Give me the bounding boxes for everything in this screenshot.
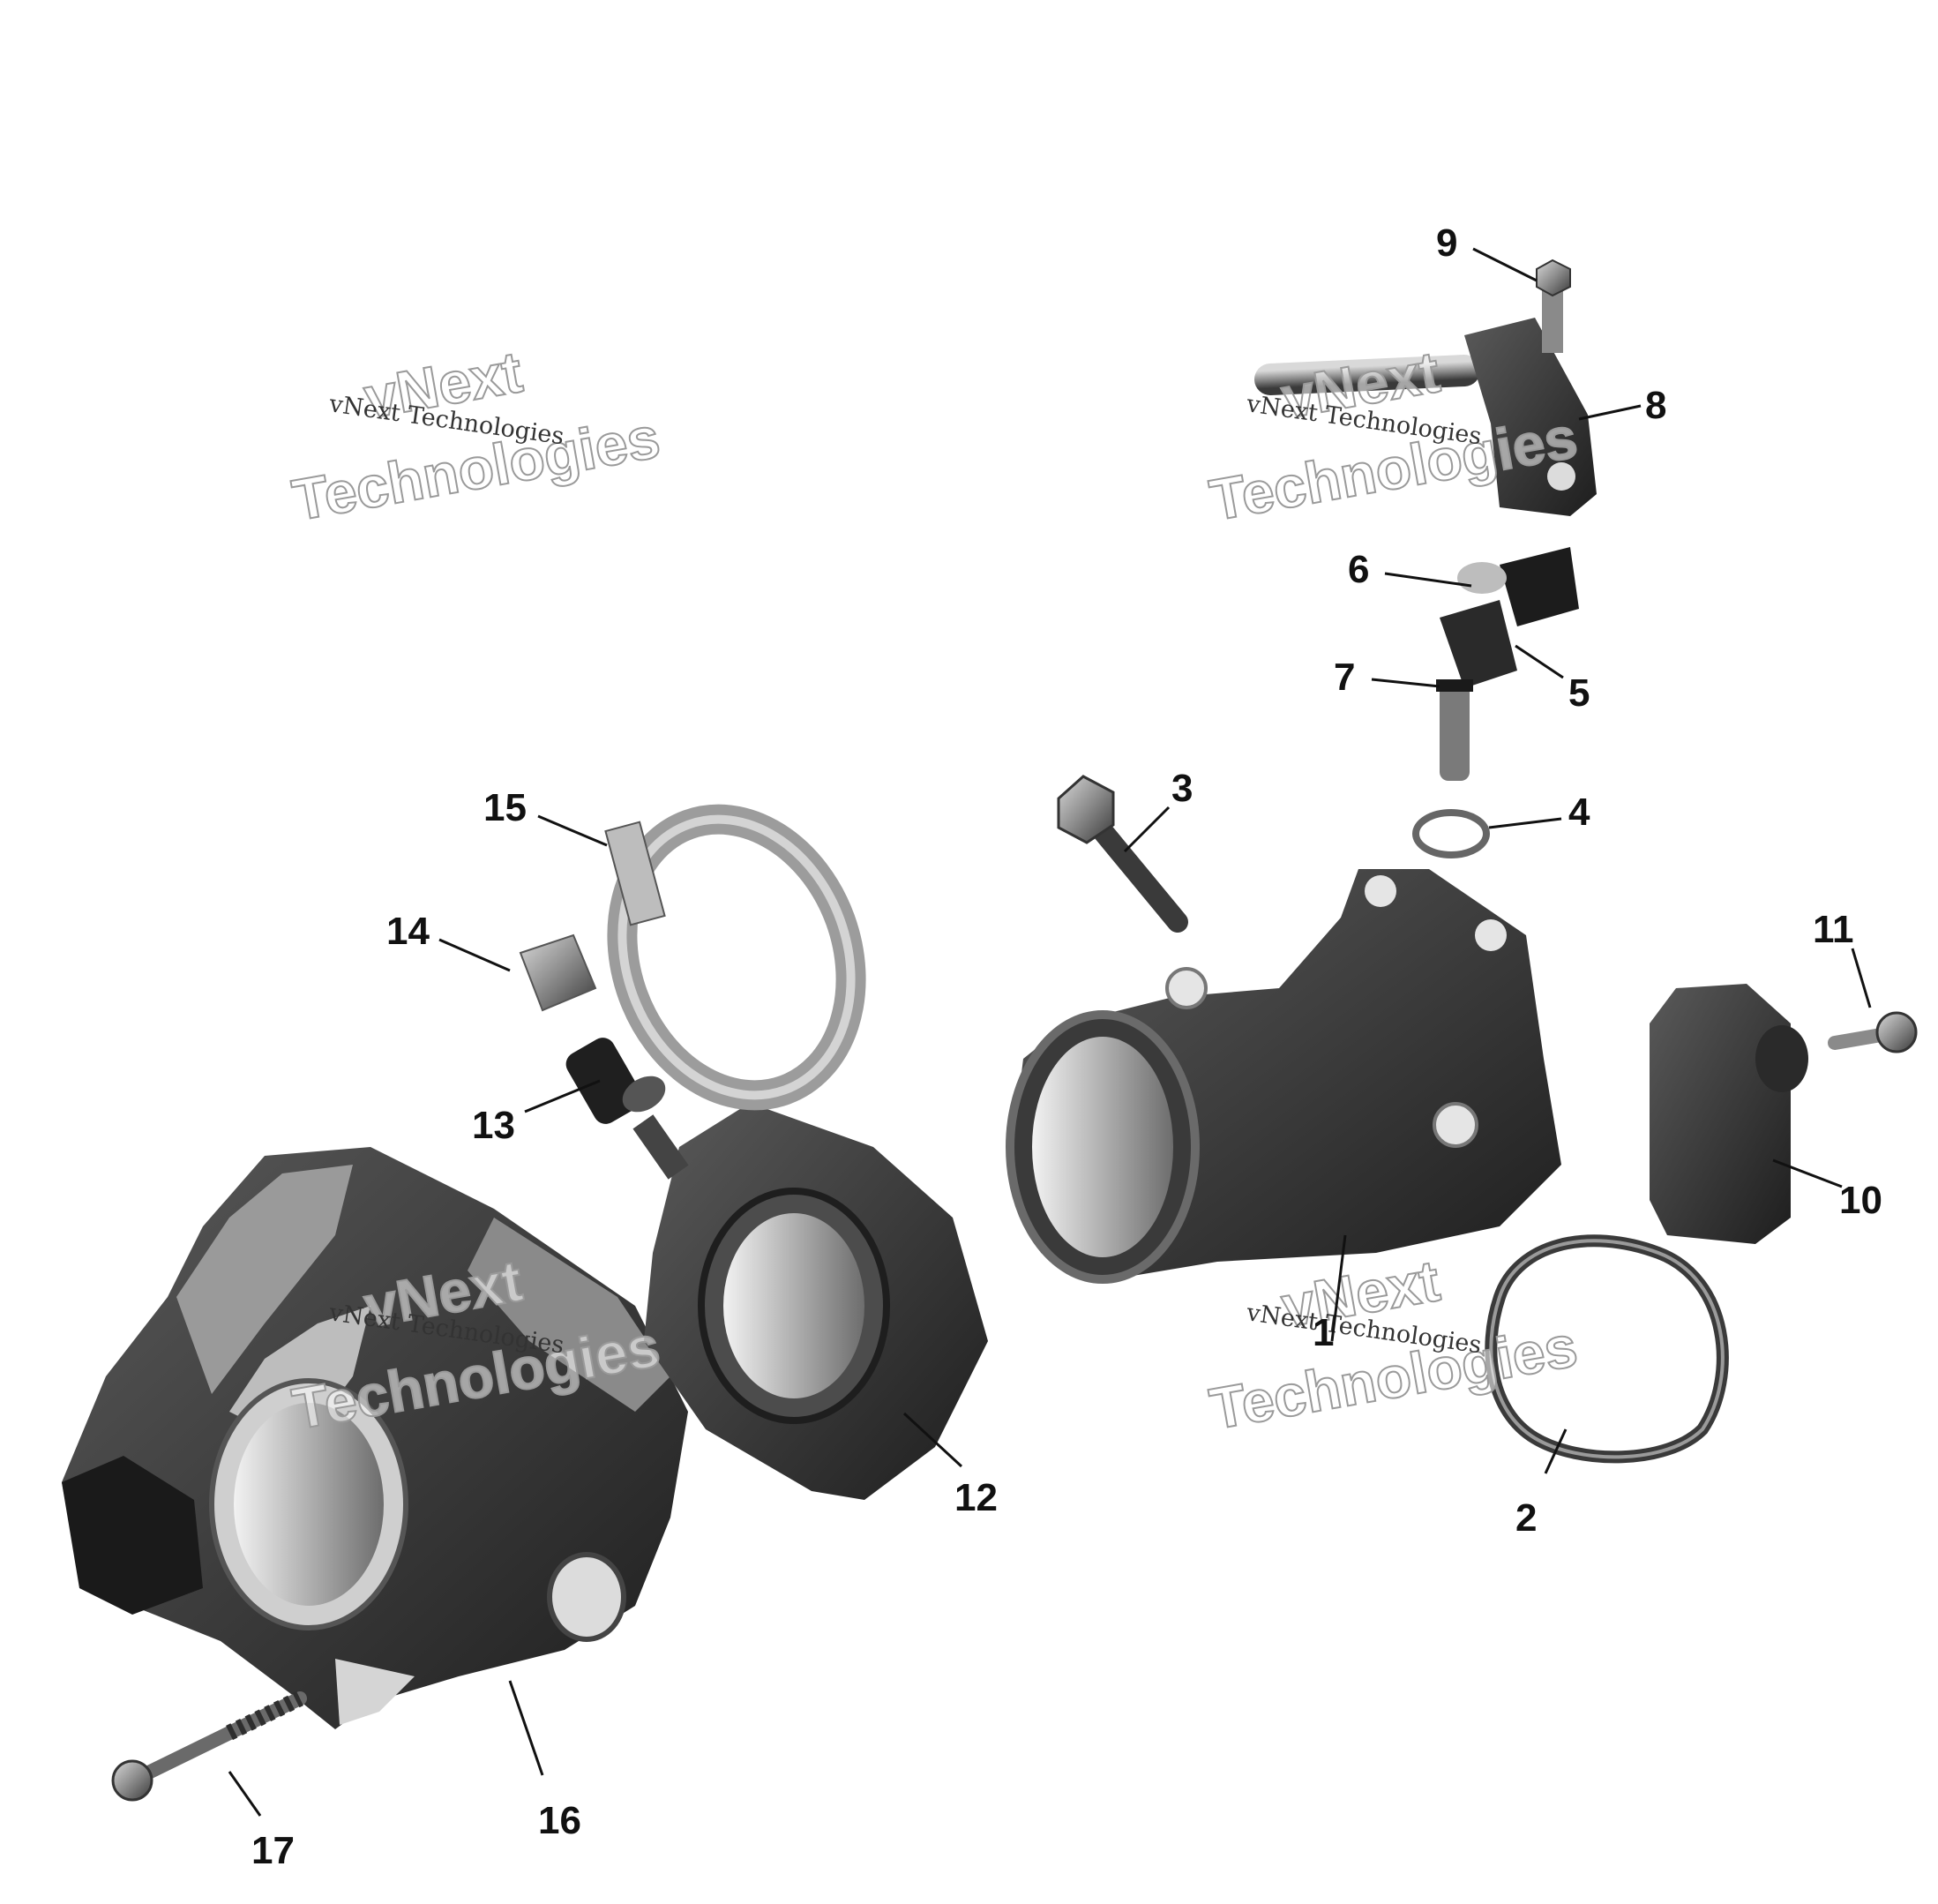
callout-11: 11: [1813, 908, 1854, 951]
collar-part-14: [519, 933, 597, 1012]
callout-16: 16: [538, 1799, 581, 1842]
gasket-part-2: [1485, 1234, 1729, 1464]
leader-line-7: [1371, 678, 1440, 688]
leader-line-16: [508, 1680, 544, 1776]
leader-line-3: [1123, 806, 1171, 853]
leader-line-6: [1384, 572, 1472, 588]
leader-line-1: [1330, 1234, 1347, 1342]
callout-1: 1: [1313, 1311, 1334, 1354]
callout-10: 10: [1839, 1179, 1882, 1222]
o-ring-part-4: [1412, 809, 1490, 858]
leader-line-9: [1472, 247, 1538, 282]
leader-line-17: [228, 1771, 262, 1817]
callout-5: 5: [1568, 671, 1590, 715]
leader-line-15: [537, 814, 608, 847]
leader-line-2: [1544, 1428, 1568, 1474]
callout-2: 2: [1515, 1496, 1537, 1540]
callout-labels: 1 2 3 4 5 6 7 8 9 10 11 12 13 14 15 16 1…: [251, 221, 1882, 1872]
callout-8: 8: [1645, 384, 1666, 427]
callout-7: 7: [1334, 656, 1355, 699]
callout-12: 12: [954, 1476, 998, 1519]
leader-line-13: [524, 1079, 601, 1113]
screw-part-11: [1828, 1011, 1918, 1053]
bolt-part-9: [1536, 259, 1571, 353]
throttle-body-part: [62, 1147, 688, 1729]
callout-9: 9: [1436, 221, 1457, 265]
callout-17: 17: [251, 1829, 295, 1872]
hose-clamp-part-15: [604, 804, 866, 1111]
fuel-rail-part-8: [1254, 318, 1597, 516]
callout-13: 13: [472, 1104, 515, 1147]
fuel-injector-part-5: [1436, 547, 1579, 781]
leader-line-5: [1515, 644, 1564, 679]
sensor-part-10: [1650, 984, 1808, 1244]
callout-6: 6: [1348, 548, 1369, 591]
callout-15: 15: [483, 786, 527, 829]
sleeve-part-13: [565, 1038, 666, 1124]
leader-line-8: [1578, 404, 1642, 421]
leader-line-12: [902, 1412, 963, 1468]
bolt-part-3: [1057, 775, 1188, 933]
leader-line-10: [1772, 1158, 1843, 1188]
callout-14: 14: [386, 910, 430, 953]
leader-lines: [228, 247, 1872, 1817]
callout-4: 4: [1568, 791, 1590, 834]
leader-line-14: [438, 938, 511, 972]
leader-line-4: [1488, 817, 1562, 829]
leader-line-11: [1851, 948, 1872, 1008]
screw-part-17: [111, 1690, 307, 1802]
callout-3: 3: [1171, 767, 1193, 810]
intake-manifold-part: [1006, 869, 1561, 1284]
adapter-flange-part: [632, 1103, 988, 1500]
